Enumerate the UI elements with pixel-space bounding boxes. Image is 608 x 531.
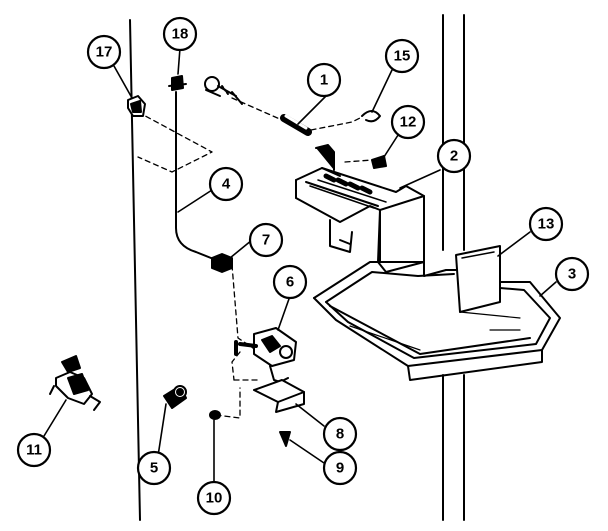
water-valve-6 <box>234 327 297 383</box>
callout-circle-13 <box>528 206 564 242</box>
callout-18: 18 <box>172 26 189 43</box>
leader-2 <box>399 169 441 189</box>
callout-5: 5 <box>150 460 158 477</box>
leader-3 <box>539 281 557 297</box>
leader-12 <box>381 131 401 161</box>
callout-7: 7 <box>262 232 270 249</box>
callout-circle-8 <box>322 416 358 452</box>
callout-4: 4 <box>222 176 231 193</box>
callout-6: 6 <box>286 274 294 291</box>
callout-12: 12 <box>400 114 417 131</box>
callout-circle-10 <box>196 480 232 516</box>
leader-7 <box>229 239 253 259</box>
pin-1 <box>280 114 312 136</box>
leader-5 <box>157 403 167 457</box>
callout-circle-17 <box>86 34 122 70</box>
leader-1 <box>297 95 327 125</box>
leader-lines <box>43 47 557 487</box>
callout-8: 8 <box>336 426 344 443</box>
callout-13: 13 <box>538 216 555 233</box>
bracket-8 <box>253 379 305 413</box>
callout-circle-6 <box>272 264 308 300</box>
callout-circle-12 <box>390 104 426 140</box>
callout-11: 11 <box>26 442 42 459</box>
callout-2: 2 <box>450 148 458 165</box>
callout-circle-5 <box>136 450 172 486</box>
callout-10: 10 <box>206 490 223 507</box>
grommet-18 <box>168 75 187 91</box>
callout-15: 15 <box>394 48 411 65</box>
callout-17: 17 <box>96 44 113 61</box>
callout-circle-7 <box>248 222 284 258</box>
baffle-13 <box>455 245 501 313</box>
ice-bin-3 <box>313 261 561 381</box>
callout-3: 3 <box>568 266 576 283</box>
tube-fitting <box>204 76 243 105</box>
clip-17 <box>127 95 146 117</box>
callout-circle-3 <box>554 256 590 292</box>
fill-tube-4 <box>175 91 217 261</box>
callout-circle-9 <box>322 450 358 486</box>
leader-18 <box>177 47 181 75</box>
leader-15 <box>371 69 393 113</box>
screw-9 <box>279 431 291 447</box>
leader-4 <box>177 189 213 213</box>
callout-labels: 1 2 3 4 5 6 7 8 9 10 11 12 13 15 17 18 <box>26 26 576 507</box>
saddle-valve-11 <box>49 355 101 411</box>
callout-circle-1 <box>306 62 342 98</box>
callout-circle-4 <box>208 166 244 202</box>
callout-circles <box>16 16 590 516</box>
leader-9 <box>289 439 325 464</box>
callout-circle-15 <box>384 38 420 74</box>
leader-8 <box>295 403 325 427</box>
callout-1: 1 <box>320 72 328 89</box>
ice-maker-2 <box>295 144 425 273</box>
leader-11 <box>43 399 67 437</box>
leader-17 <box>113 65 133 99</box>
callout-circle-2 <box>436 138 472 174</box>
seal-10 <box>209 410 221 420</box>
leader-6 <box>277 295 291 331</box>
callout-circle-18 <box>162 16 198 52</box>
fitting-5 <box>163 385 187 409</box>
nut-7 <box>211 253 233 273</box>
callout-circle-11 <box>16 432 52 468</box>
callout-9: 9 <box>336 460 344 477</box>
leader-13 <box>497 231 531 257</box>
clip-15 <box>361 110 381 123</box>
